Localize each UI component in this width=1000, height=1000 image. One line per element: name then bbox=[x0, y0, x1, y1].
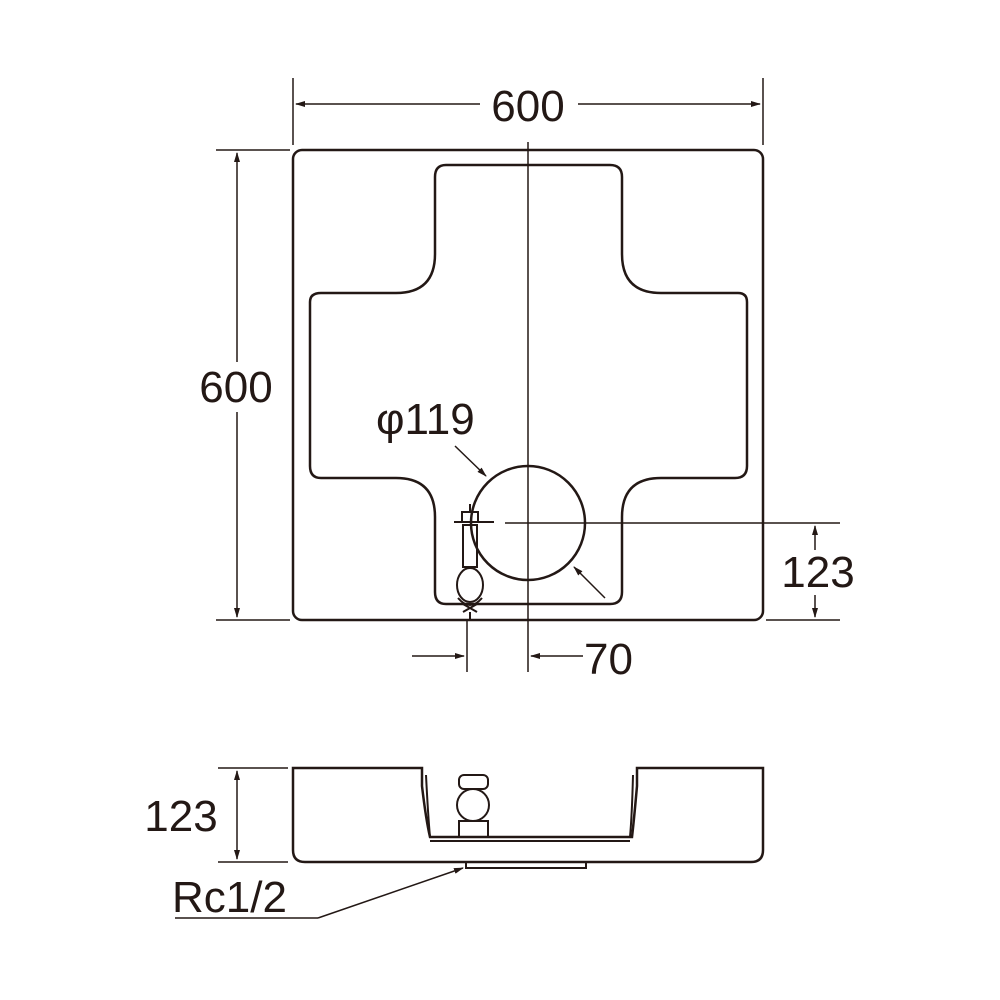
faucet-elbow-plan bbox=[454, 504, 494, 620]
depth-dimension: 600 bbox=[190, 149, 290, 621]
side-view: 123 Rc1/2 bbox=[138, 766, 765, 922]
plan-view: 600 600 φ119 123 70 bbox=[190, 78, 855, 684]
drain-offset-dimension: 123 bbox=[766, 525, 855, 621]
diameter-dimension: φ119 bbox=[376, 395, 606, 599]
thread-label: Rc1/2 bbox=[172, 873, 287, 922]
height-label: 123 bbox=[144, 792, 217, 841]
faucet-offset-label: 70 bbox=[584, 635, 633, 684]
diameter-label: φ119 bbox=[376, 395, 475, 444]
height-dimension: 123 bbox=[138, 767, 288, 863]
width-dimension: 600 bbox=[292, 78, 764, 145]
tray-profile bbox=[291, 766, 765, 864]
width-label: 600 bbox=[491, 82, 564, 131]
drain-offset-label: 123 bbox=[781, 548, 854, 597]
tray-recess bbox=[308, 163, 749, 606]
drain-outlet bbox=[465, 861, 587, 869]
thread-callout: Rc1/2 bbox=[172, 867, 464, 922]
faucet-elbow-side bbox=[456, 774, 490, 838]
faucet-offset-dimension: 70 bbox=[412, 620, 633, 684]
depth-label: 600 bbox=[199, 363, 272, 412]
